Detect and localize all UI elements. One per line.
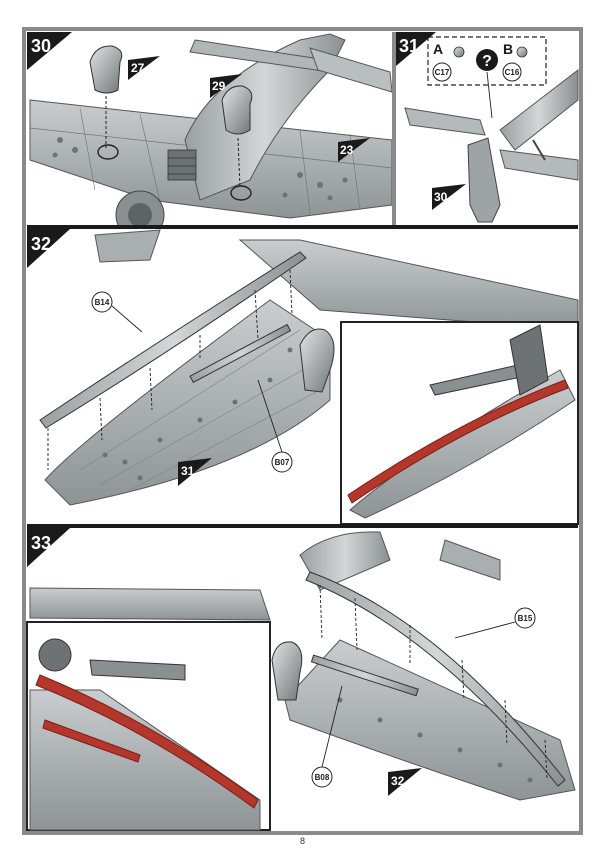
part-b15-rail bbox=[305, 571, 566, 787]
callout-27-arrow bbox=[128, 56, 160, 80]
step-31-stabilizer-right bbox=[499, 149, 579, 181]
question-icon bbox=[476, 49, 498, 71]
step-33-wing bbox=[284, 639, 576, 801]
step-31-number: 31 bbox=[399, 36, 419, 56]
page-border bbox=[22, 27, 583, 835]
question-mark: ? bbox=[482, 53, 492, 70]
step-31-panel: A B C17 C16 ? bbox=[396, 32, 579, 225]
step-33-badge bbox=[27, 528, 70, 567]
step-32-ref-arrow bbox=[178, 458, 212, 486]
part-b07-bar bbox=[189, 323, 292, 384]
step-32-inset-rail-highlight bbox=[347, 379, 569, 504]
step-31-badge bbox=[396, 32, 436, 66]
part-b14-label: B14 bbox=[95, 298, 110, 307]
part-b07-label: B07 bbox=[275, 458, 290, 467]
step-33-engine bbox=[271, 641, 303, 701]
part-c16-label: C16 bbox=[505, 68, 520, 77]
part-b14-circle bbox=[91, 291, 113, 313]
step-32-panel bbox=[27, 229, 579, 525]
part-b14-rail bbox=[39, 251, 307, 429]
step-30-number: 30 bbox=[31, 36, 51, 56]
step-33-ref-arrow bbox=[388, 768, 422, 796]
step-32-number: 32 bbox=[31, 234, 51, 254]
callout-29-arrow bbox=[210, 74, 242, 98]
part-b08-bar bbox=[310, 654, 419, 697]
step-31-rudder bbox=[467, 137, 501, 223]
step-31-ref-arrow bbox=[432, 184, 466, 210]
step-33-number: 33 bbox=[31, 533, 51, 553]
step-31-option-a: A bbox=[433, 41, 443, 57]
step-33-panel bbox=[26, 528, 578, 831]
part-b15-circle bbox=[514, 607, 536, 629]
step-32-ref-label: 31 bbox=[181, 464, 195, 478]
step-32-engine bbox=[299, 328, 335, 393]
step-31-ref-label: 30 bbox=[434, 190, 448, 204]
step-30-part-27 bbox=[89, 45, 123, 94]
step-30-panel bbox=[27, 32, 393, 240]
step-30-part-29 bbox=[221, 85, 253, 135]
step-31-fuselage bbox=[499, 68, 579, 151]
step-31-stabilizer-left bbox=[404, 107, 486, 136]
part-c17-circle bbox=[432, 62, 452, 82]
step-33-ref-label: 32 bbox=[391, 774, 405, 788]
callout-27-label: 27 bbox=[131, 61, 145, 75]
callout-29-label: 29 bbox=[212, 79, 226, 93]
step-33-inset-rail-highlight bbox=[35, 674, 259, 809]
step-31-option-b: B bbox=[503, 41, 513, 57]
callout-23-arrow bbox=[338, 138, 370, 162]
part-c17-label: C17 bbox=[435, 68, 450, 77]
step-32-badge bbox=[27, 229, 70, 268]
part-b15-label: B15 bbox=[518, 614, 533, 623]
page-number: 8 bbox=[299, 836, 305, 846]
step-30-badge bbox=[27, 32, 72, 70]
callout-23-label: 23 bbox=[340, 143, 354, 157]
part-c16-circle bbox=[502, 62, 522, 82]
step-30-fuselage bbox=[184, 33, 346, 201]
part-b08-label: B08 bbox=[315, 773, 330, 782]
